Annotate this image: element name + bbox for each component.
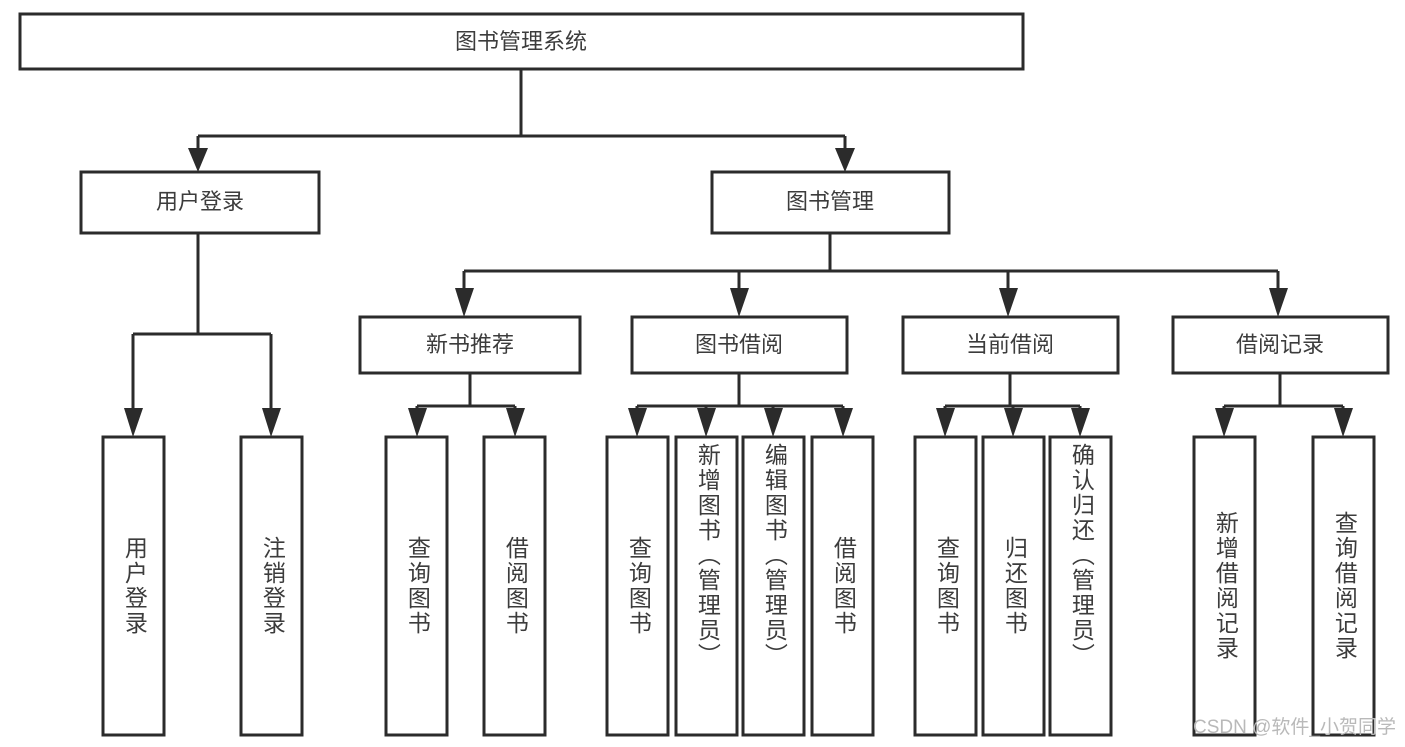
arrow-head-leaf-add-book-admin <box>697 408 716 437</box>
arrow-head-leaf-query-borrow-record <box>1334 408 1353 437</box>
leaf-box-borrow-book[interactable] <box>810 435 875 737</box>
node-user-login-label: 用户登录 <box>156 189 244 214</box>
leaf-box-confirm-return-admin[interactable] <box>1048 435 1113 737</box>
node-root-label: 图书管理系统 <box>455 29 587 54</box>
arrow-head-leaf-logout <box>262 408 281 437</box>
leaf-box-query-book-current[interactable] <box>913 435 978 737</box>
leaf-box-edit-book-admin[interactable] <box>741 435 806 737</box>
arrow-head-current-borrow <box>999 288 1018 317</box>
connector-group-root <box>188 69 855 172</box>
arrow-head-leaf-query-book-current <box>936 408 955 437</box>
node-book-borrow-box[interactable] <box>630 315 849 375</box>
watermark-label: CSDN @软件_小贺同学 <box>1193 716 1396 738</box>
connector-group-borrow-record <box>1215 373 1353 437</box>
node-current-borrow-label: 当前借阅 <box>966 332 1054 357</box>
node-borrow-record[interactable]: 借阅记录 <box>1171 315 1390 375</box>
node-current-borrow-box[interactable] <box>901 315 1120 375</box>
arrow-head-leaf-add-borrow-record <box>1215 408 1234 437</box>
arrow-head-leaf-borrow-book-new <box>506 408 525 437</box>
connector-group-current-borrow <box>936 373 1090 437</box>
connector-group-new-book-recommend <box>408 373 525 437</box>
arrow-head-leaf-return-book <box>1004 408 1023 437</box>
node-current-borrow[interactable]: 当前借阅 <box>901 315 1120 375</box>
leaf-box-add-borrow-record[interactable] <box>1192 435 1257 737</box>
node-new-book-recommend[interactable]: 新书推荐 <box>358 315 582 375</box>
leaf-box-query-book-new[interactable] <box>384 435 449 737</box>
node-book-borrow-label: 图书借阅 <box>695 332 783 357</box>
node-borrow-record-label: 借阅记录 <box>1236 332 1324 357</box>
leaf-box-user-login[interactable] <box>101 435 166 737</box>
node-book-borrow[interactable]: 图书借阅 <box>630 315 849 375</box>
leaf-box-return-book[interactable] <box>981 435 1046 737</box>
node-user-login[interactable]: 用户登录 <box>79 170 321 235</box>
leaf-box-borrow-book-new[interactable] <box>482 435 547 737</box>
node-book-manage[interactable]: 图书管理 <box>710 170 951 235</box>
node-root[interactable]: 图书管理系统 <box>18 12 1025 71</box>
arrow-head-leaf-edit-book-admin <box>764 408 783 437</box>
arrow-head-leaf-query-book-new <box>408 408 427 437</box>
leaf-boxes-group <box>101 435 1376 737</box>
arrow-head-new-book-recommend <box>455 288 474 317</box>
arrow-head-book-borrow <box>730 288 749 317</box>
leaf-box-query-borrow-record[interactable] <box>1311 435 1376 737</box>
leaf-box-query-book-borrow[interactable] <box>605 435 670 737</box>
connector-group-book-manage <box>455 233 1288 317</box>
arrow-head-leaf-borrow-book <box>834 408 853 437</box>
leaf-box-logout[interactable] <box>239 435 304 737</box>
node-new-book-recommend-box[interactable] <box>358 315 582 375</box>
arrow-head-leaf-query-book-borrow <box>628 408 647 437</box>
connector-group-user-login <box>124 233 281 437</box>
node-new-book-recommend-label: 新书推荐 <box>426 332 514 357</box>
arrow-head-book-manage <box>835 148 855 172</box>
node-borrow-record-box[interactable] <box>1171 315 1390 375</box>
arrow-head-leaf-user-login <box>124 408 143 437</box>
node-book-manage-box[interactable] <box>710 170 951 235</box>
connector-group-book-borrow <box>628 373 853 437</box>
node-book-manage-label: 图书管理 <box>786 189 874 214</box>
arrow-head-user-login <box>188 148 208 172</box>
node-root-box[interactable] <box>18 12 1025 71</box>
leaf-box-add-book-admin[interactable] <box>674 435 739 737</box>
arrow-head-borrow-record <box>1269 288 1288 317</box>
node-user-login-box[interactable] <box>79 170 321 235</box>
arrow-head-leaf-confirm-return-admin <box>1071 408 1090 437</box>
